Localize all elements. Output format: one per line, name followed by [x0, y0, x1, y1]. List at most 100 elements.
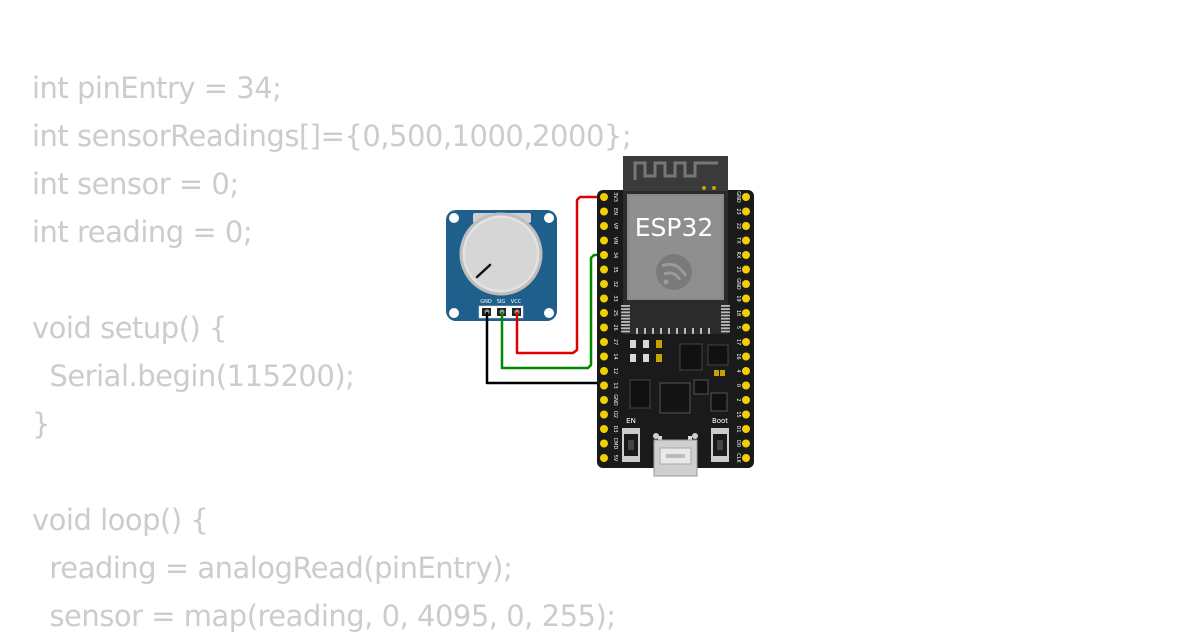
- esp32-pin-label: 3V3: [612, 192, 618, 202]
- code-line: void loop() {: [32, 503, 209, 537]
- esp32-pin[interactable]: [600, 367, 608, 375]
- esp32-pin-label: 32: [612, 281, 618, 287]
- esp32-pin-label: GND: [612, 394, 618, 406]
- esp32-pin-label: D2: [612, 411, 618, 418]
- code-line: int sensor = 0;: [32, 167, 239, 201]
- esp32-pin-label: 17: [735, 339, 741, 345]
- espressif-logo-icon: [656, 254, 692, 290]
- esp32-pin[interactable]: [600, 251, 608, 259]
- esp32-pin-label: 12: [612, 368, 618, 374]
- esp32-pin-label: 27: [612, 339, 618, 345]
- esp32-pin[interactable]: [742, 323, 750, 332]
- esp32-pin[interactable]: [600, 338, 608, 346]
- esp32-pin-label: CLK: [735, 453, 741, 463]
- esp32-pin-label: 25: [612, 310, 618, 316]
- pot-pin-label: SIG: [497, 299, 506, 305]
- esp32-pin-label: 19: [735, 295, 741, 301]
- esp32-pin[interactable]: [600, 193, 608, 201]
- code-line: sensor = map(reading, 0, 4095, 0, 255);: [32, 599, 616, 633]
- esp32-pin-label: 35: [612, 266, 618, 272]
- esp32-pin[interactable]: [600, 381, 608, 390]
- usb-uart-chip: [659, 382, 691, 414]
- esp32-pin[interactable]: [600, 222, 608, 230]
- esp32-pin-label: 5: [735, 326, 741, 329]
- esp32-pin[interactable]: [600, 410, 608, 419]
- antenna-trace: [633, 161, 718, 180]
- esp32-pin-label: 21: [735, 266, 741, 272]
- esp32-pin[interactable]: [742, 280, 750, 288]
- esp32-pin-label: 14: [612, 353, 618, 359]
- boot-button-label: Boot: [712, 417, 728, 425]
- esp32-pin-label: 33: [612, 295, 618, 301]
- esp32-pin-label: 0: [735, 384, 741, 387]
- potentiometer-module[interactable]: GND SIG VCC: [446, 210, 557, 321]
- code-line: int pinEntry = 34;: [32, 71, 282, 105]
- esp32-pin[interactable]: [742, 207, 750, 216]
- esp32-pin-label: 18: [735, 310, 741, 316]
- boot-button[interactable]: [711, 428, 729, 462]
- esp32-pin[interactable]: [600, 309, 608, 317]
- esp32-pin-label: VN: [612, 237, 618, 244]
- esp32-pin[interactable]: [600, 294, 608, 303]
- esp32-pin-label: 26: [612, 324, 618, 330]
- voltage-regulator: [679, 343, 703, 371]
- esp32-pin[interactable]: [742, 309, 750, 317]
- esp32-pin-label: 4: [735, 369, 741, 372]
- esp32-pin-label: 5V: [612, 455, 618, 462]
- esp32-pin[interactable]: [600, 396, 608, 404]
- esp32-pin[interactable]: [742, 251, 750, 259]
- esp32-pin[interactable]: [742, 193, 750, 201]
- wire-ground[interactable]: [485, 312, 604, 385]
- code-line: void setup() {: [32, 311, 228, 345]
- esp32-pin[interactable]: [742, 425, 750, 433]
- code-line: }: [32, 407, 50, 441]
- esp32-pin[interactable]: [742, 396, 750, 404]
- esp32-pin-label: 34: [612, 252, 618, 258]
- esp32-pin[interactable]: [742, 454, 750, 462]
- esp32-pin[interactable]: [600, 323, 608, 332]
- esp32-pin[interactable]: [600, 352, 608, 361]
- esp32-pin-label: 13: [612, 382, 618, 388]
- esp32-pin[interactable]: [600, 425, 608, 433]
- esp32-pin-label: VP: [612, 223, 618, 229]
- esp32-pin-label: D0: [735, 440, 741, 447]
- esp32-pin[interactable]: [742, 367, 750, 375]
- esp32-pin-label: EN: [612, 208, 618, 215]
- code-line: reading = analogRead(pinEntry);: [32, 551, 513, 585]
- esp32-pin[interactable]: [600, 439, 608, 448]
- esp32-label: ESP32: [635, 213, 714, 242]
- esp32-left-header: [600, 193, 608, 462]
- esp32-pin[interactable]: [742, 265, 750, 274]
- en-button-label: EN: [626, 417, 636, 425]
- esp32-pin-label: D3: [612, 425, 618, 432]
- esp32-pin-label: RX: [735, 252, 741, 259]
- esp32-pin[interactable]: [742, 352, 750, 361]
- esp32-pin[interactable]: [742, 236, 750, 245]
- esp32-pin-label: GND: [735, 278, 741, 290]
- esp32-pin[interactable]: [742, 410, 750, 419]
- wire-vcc[interactable]: [515, 195, 604, 355]
- pot-pin-label: GND: [480, 299, 492, 305]
- esp32-pin[interactable]: [742, 294, 750, 303]
- esp32-pin[interactable]: [742, 222, 750, 230]
- wire-signal[interactable]: [500, 253, 604, 370]
- esp32-pin[interactable]: [600, 280, 608, 288]
- esp32-pin-label: 22: [735, 223, 741, 229]
- en-button[interactable]: [622, 428, 640, 462]
- esp32-pin[interactable]: [742, 439, 750, 448]
- esp32-pin[interactable]: [600, 265, 608, 274]
- esp32-pin[interactable]: [600, 236, 608, 245]
- code-line: Serial.begin(115200);: [32, 359, 355, 393]
- usb-port[interactable]: [653, 433, 698, 477]
- esp32-right-header: [742, 193, 750, 462]
- esp32-pin-label: 2: [735, 398, 741, 401]
- esp32-pin-label: 15: [735, 411, 741, 417]
- esp32-pin-label: 23: [735, 208, 741, 214]
- esp32-pin-label: D1: [735, 425, 741, 432]
- esp32-pin[interactable]: [600, 454, 608, 462]
- esp32-board[interactable]: 3V3ENVPVN34353233252627141213GNDD2D3CMD5…: [597, 156, 754, 477]
- esp32-pin[interactable]: [742, 381, 750, 390]
- esp32-pin[interactable]: [742, 338, 750, 346]
- esp32-pin[interactable]: [600, 207, 608, 216]
